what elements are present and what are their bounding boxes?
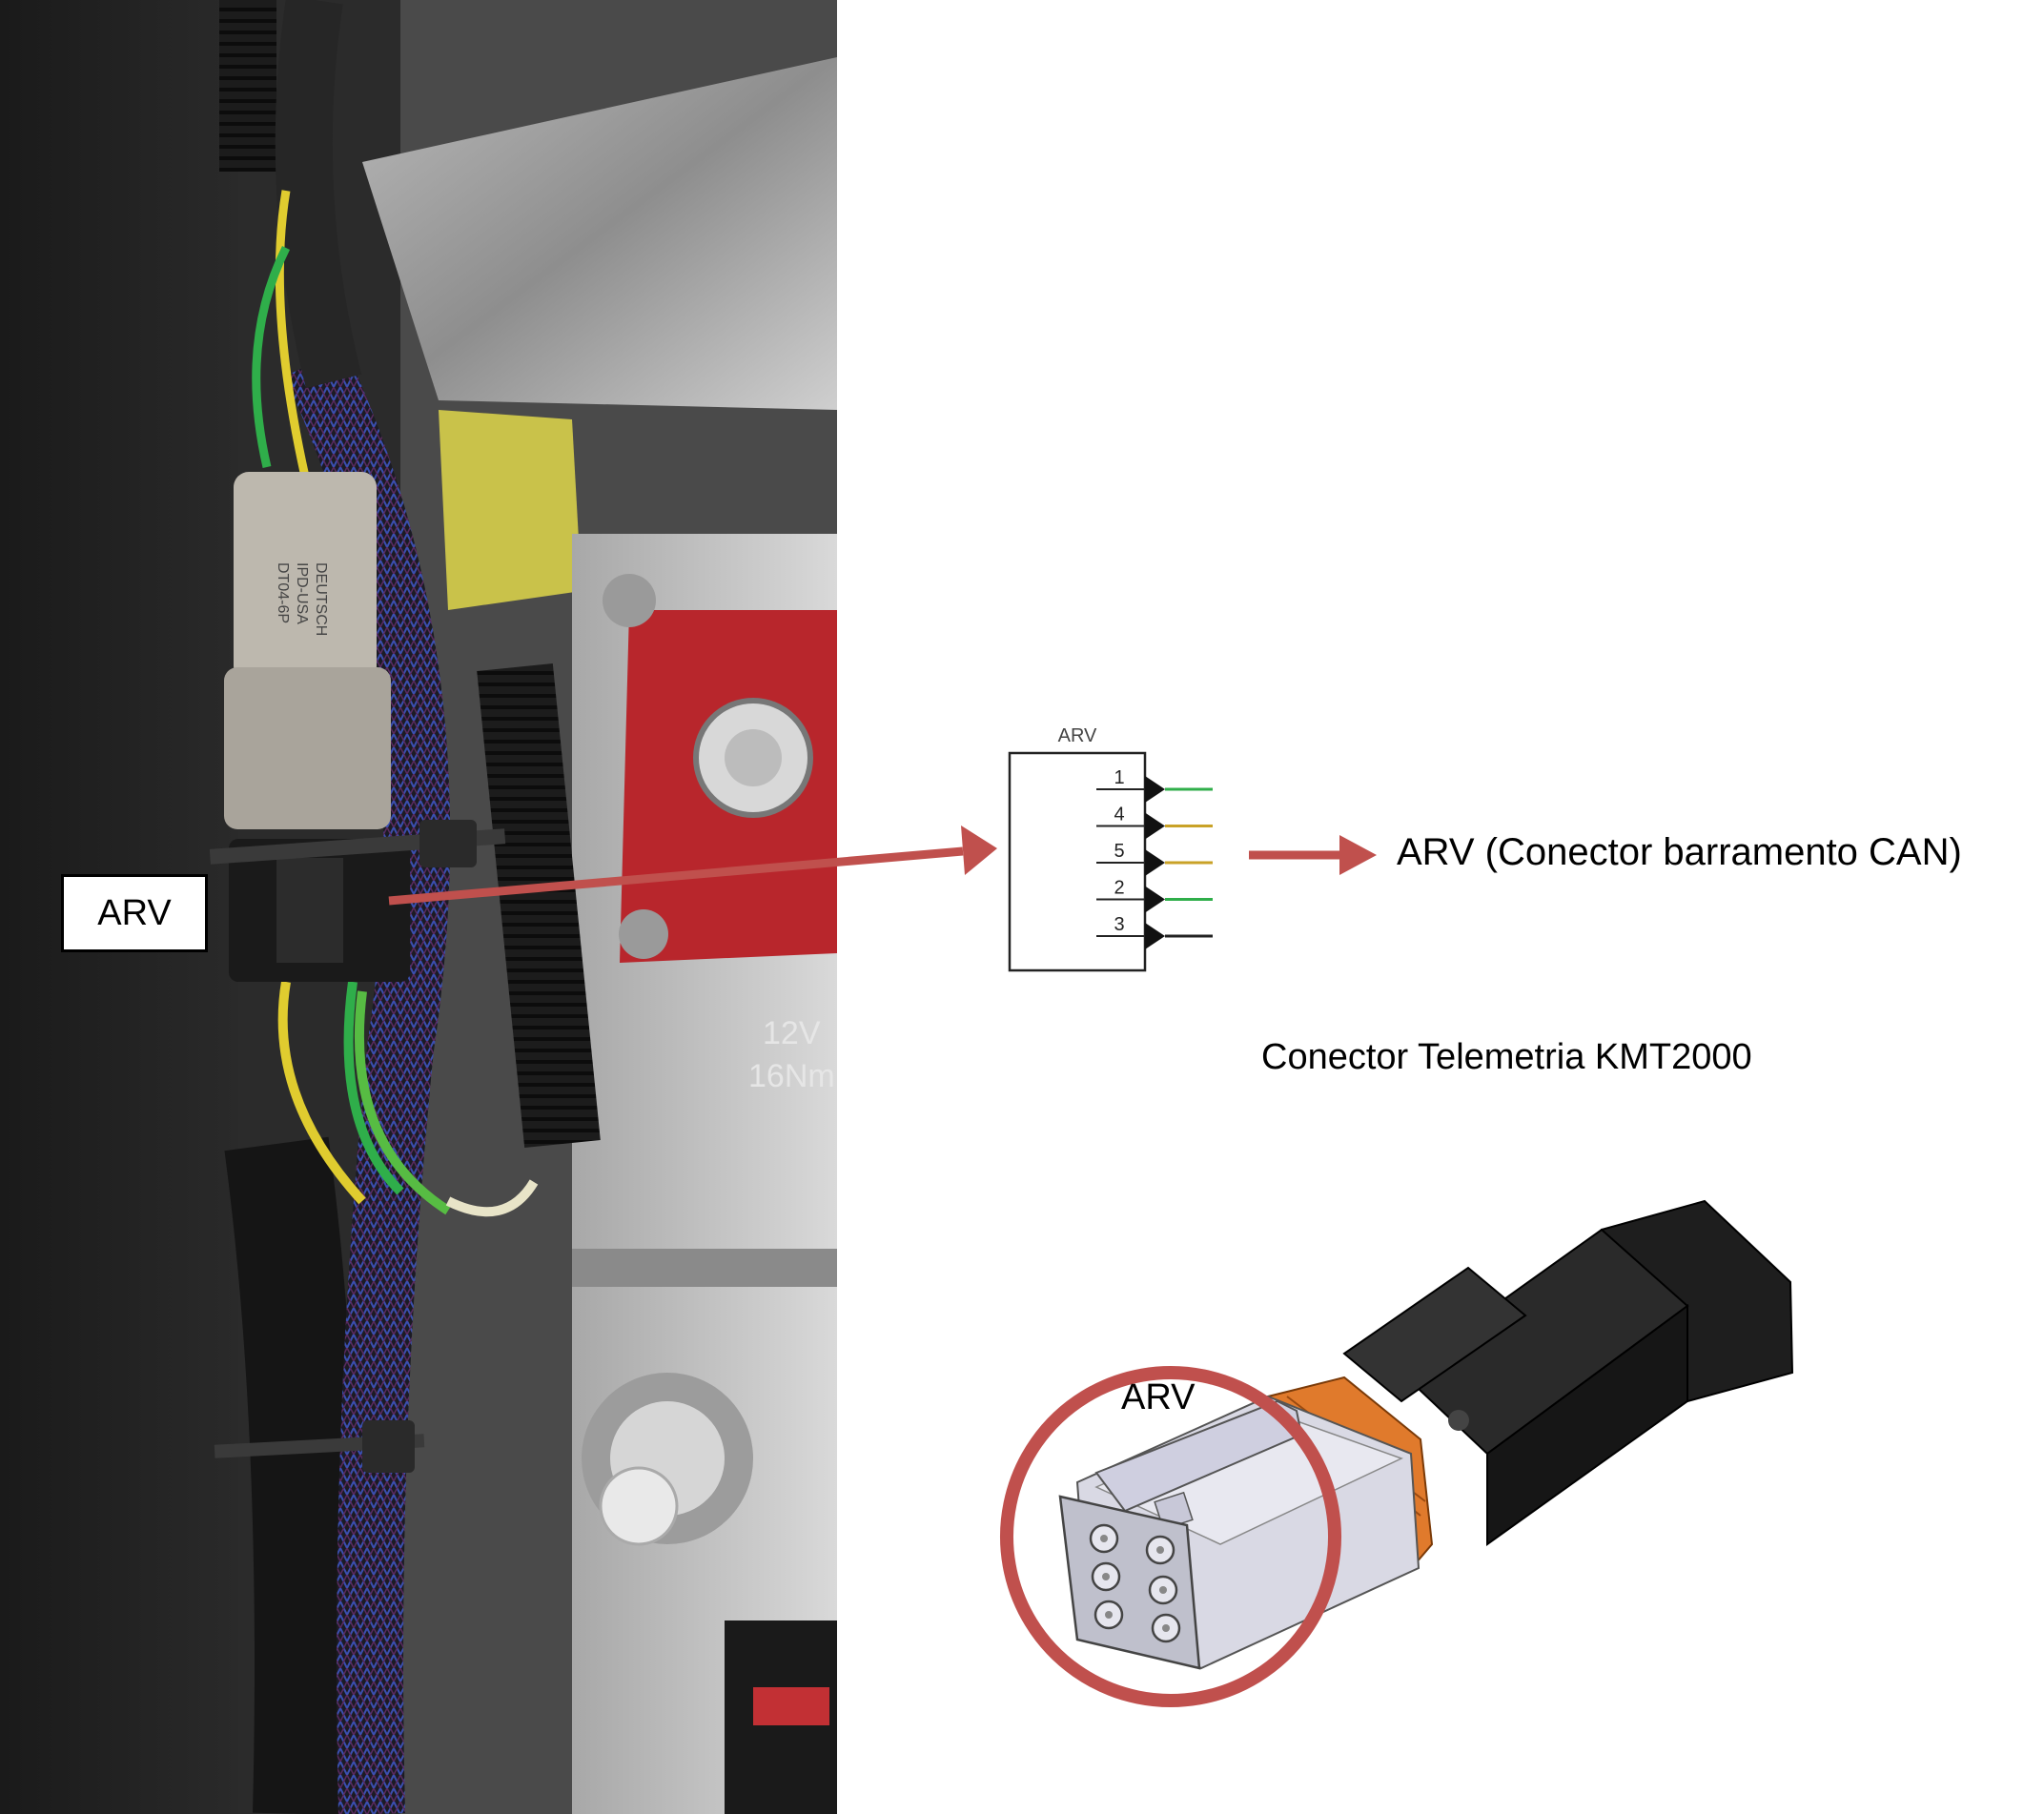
metal-bracket: [362, 57, 837, 410]
schematic-pin-number: 5: [1114, 841, 1124, 862]
schematic-pin-marker: [1145, 812, 1165, 840]
render-arv-label: ARV: [1121, 1377, 1196, 1417]
schematic-pin-marker: [1145, 776, 1165, 803]
schematic-pin-number: 4: [1114, 805, 1124, 825]
highlight-circle: [1000, 1366, 1341, 1707]
arrow-schematic-to-label: [1249, 835, 1377, 875]
arv-callout-box: ARV: [61, 874, 208, 952]
schematic-pin-number: 2: [1114, 878, 1124, 899]
grey-deutsch-connector: [234, 472, 377, 682]
arv-schematic: ARV 1 4 5 2 3: [1008, 725, 1213, 972]
arv-callout-label: ARV: [97, 892, 172, 933]
connector-print-3: DT04-6P: [275, 562, 291, 623]
schematic-pin-marker: [1145, 849, 1165, 876]
terminal-print-2: 16Nm: [748, 1058, 835, 1094]
harness-photo: 12V 16Nm DEUTSCH IPD-USA DT04-6P: [0, 0, 837, 1814]
schematic-pin-number: 1: [1114, 767, 1124, 788]
terminal-print-1: 12V: [763, 1015, 821, 1051]
schematic-pins: 1 4 5 2 3: [1096, 767, 1213, 949]
connector-print-1: DEUTSCH: [313, 562, 329, 636]
arv-can-label: ARV (Conector barramento CAN): [1397, 831, 1962, 873]
arrow-photo-to-schematic: [388, 825, 997, 906]
schematic-pin-marker: [1145, 923, 1165, 949]
connector-print-2: IPD-USA: [294, 562, 310, 624]
braided-cable: [284, 348, 451, 1814]
telemetry-connector-label: Conector Telemetria KMT2000: [1261, 1037, 1752, 1077]
kmt2000-connector-render: [1000, 1199, 1794, 1707]
schematic-title: ARV: [1058, 725, 1097, 746]
schematic-pin-marker: [1145, 886, 1165, 913]
schematic-pin-number: 3: [1114, 914, 1124, 935]
